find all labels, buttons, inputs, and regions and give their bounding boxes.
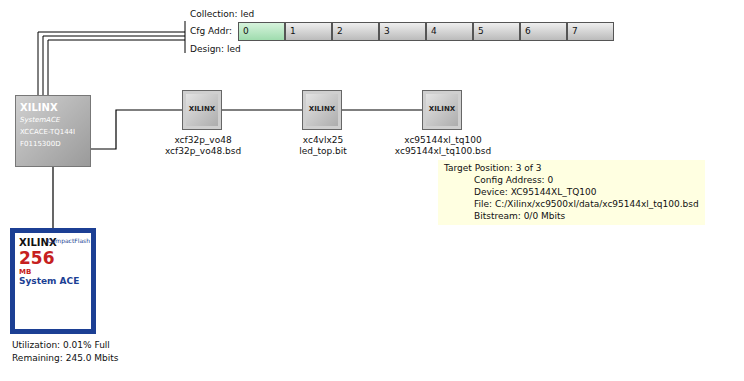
tooltip-line: File: C:/Xilinx/xc9500xl/data/xc95144xl_…: [444, 198, 699, 210]
address-cell: 0: [238, 22, 285, 41]
jtag-wire: [342, 109, 422, 110]
card-marking: CompactFlash: [47, 237, 90, 244]
caption-text: Collection: led: [190, 9, 254, 19]
cell-number: 4: [431, 26, 472, 36]
compactflash-card: XILINX256MBSystem ACECompactFlash: [10, 228, 96, 334]
cell-number: 6: [525, 26, 566, 36]
caption-text: Remaining: 245.0 Mbits: [12, 353, 119, 363]
brand-logo: XILINX: [423, 105, 461, 113]
address-cell: 4: [426, 22, 473, 41]
chip-marking: SystemACE: [20, 114, 86, 126]
device-label: xc4vlx25: [303, 135, 343, 145]
device-label: xcf32p_vo48: [174, 135, 231, 145]
caption-text: Design: led: [190, 44, 241, 54]
chain-wire: [38, 32, 185, 95]
chip-marking: F0115300D: [20, 138, 86, 150]
chip-marking: XCCACE-TQ144I: [20, 126, 86, 138]
brand-logo: XILINX: [303, 105, 341, 113]
cell-number: 0: [243, 26, 284, 36]
address-cell: 3: [379, 22, 426, 41]
cell-number: 3: [384, 26, 425, 36]
brand-logo: XILINX: [20, 102, 86, 114]
device-label: led_top.bit: [299, 146, 347, 156]
systemace-chip: XILINXSystemACEXCCACE-TQ144IF0115300D: [15, 95, 91, 167]
card-marking: MB: [19, 268, 87, 276]
device-label: xc95144xl_tq100: [404, 135, 482, 145]
chain-wire: [43, 36, 185, 95]
tooltip-box: Target Position: 3 of 3Config Address: 0…: [438, 160, 705, 225]
card-marking: 256: [19, 248, 87, 268]
jtag-wire: [222, 109, 302, 110]
jtag-wire: [91, 110, 182, 149]
brand-logo: XILINX: [183, 105, 221, 113]
chain-wire: [48, 40, 185, 95]
address-cell: 2: [332, 22, 379, 41]
address-cell: 7: [567, 22, 614, 41]
device-chip: XILINXxcf32p_vo48xcf32p_vo48.bsd: [182, 90, 222, 130]
address-cell: 6: [520, 22, 567, 41]
tooltip-line: Device: XC95144XL_TQ100: [444, 186, 699, 198]
cell-number: 2: [337, 26, 378, 36]
address-cell: 1: [285, 22, 332, 41]
caption-text: Cfg Addr:: [190, 26, 232, 36]
jtag-wire: [52, 167, 53, 228]
tooltip-line: Bitstream: 0/0 Mbits: [444, 210, 699, 222]
device-label: xcf32p_vo48.bsd: [165, 146, 241, 156]
card-marking: System ACE: [19, 276, 87, 286]
caption-text: Utilization: 0.01% Full: [12, 340, 110, 350]
address-cell: 5: [473, 22, 520, 41]
tooltip-line: Target Position: 3 of 3: [444, 162, 699, 174]
tooltip-line: Config Address: 0: [444, 174, 699, 186]
device-chip: XILINXxc95144xl_tq100xc95144xl_tq100.bsd: [422, 90, 462, 130]
device-label: xc95144xl_tq100.bsd: [395, 146, 491, 156]
row-divider: [185, 21, 186, 53]
cell-number: 7: [572, 26, 613, 36]
cell-number: 1: [290, 26, 331, 36]
device-chip: XILINXxc4vlx25led_top.bit: [302, 90, 342, 130]
cell-number: 5: [478, 26, 519, 36]
